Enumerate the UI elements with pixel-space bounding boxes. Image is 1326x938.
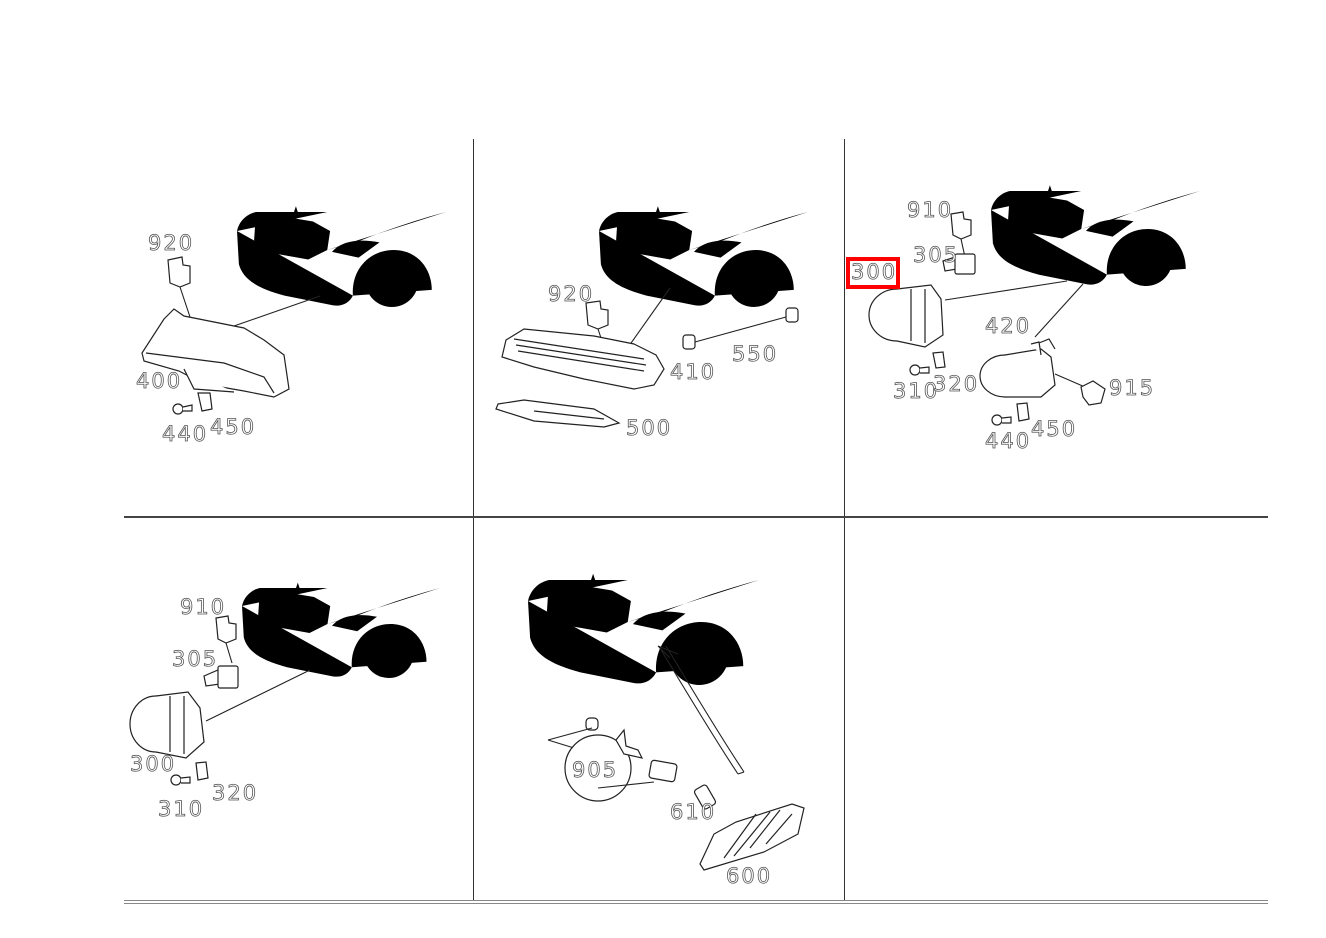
panel-1-daytime-running-light: 920 400 440 450 xyxy=(124,139,486,516)
circle-callout-905 xyxy=(564,734,632,802)
bottom-rule-1 xyxy=(124,900,1268,901)
part-label-910[interactable]: 910 xyxy=(180,595,227,619)
clip-320-part xyxy=(932,351,946,369)
cover-500-part xyxy=(495,399,621,428)
part-label-300[interactable]: 300 xyxy=(130,752,177,776)
car-front-outline xyxy=(237,206,486,307)
car-front-outline xyxy=(528,573,804,685)
part-label-920[interactable]: 920 xyxy=(148,231,195,255)
connector-915-part xyxy=(1080,380,1106,406)
drl-housing-400-part xyxy=(141,308,290,398)
drl-lamp-420-part xyxy=(979,338,1056,398)
part-label-450[interactable]: 450 xyxy=(210,415,257,439)
part-label-320[interactable]: 320 xyxy=(933,372,980,396)
panel-6-empty xyxy=(845,518,1268,900)
part-label-500[interactable]: 500 xyxy=(626,416,673,440)
connector-terminal-part xyxy=(615,728,644,759)
part-label-600[interactable]: 600 xyxy=(726,864,773,888)
screw-310-part xyxy=(170,774,191,786)
screw-310-part xyxy=(909,364,930,376)
part-label-305[interactable]: 305 xyxy=(913,243,960,267)
part-label-440[interactable]: 440 xyxy=(162,422,209,446)
part-label-450[interactable]: 450 xyxy=(1031,417,1078,441)
part-label-610[interactable]: 610 xyxy=(670,800,717,824)
highlight-box-300 xyxy=(846,257,900,289)
part-label-920[interactable]: 920 xyxy=(548,282,595,306)
car-front-outline xyxy=(242,582,478,678)
part-label-310[interactable]: 310 xyxy=(893,379,940,403)
clip-320-part xyxy=(195,761,209,781)
part-label-305[interactable]: 305 xyxy=(172,647,219,671)
panel-3-fog-lamp-and-drl: 910 305 300 420 310 320 915 440 450 xyxy=(845,139,1268,516)
fog-lamp-300-part xyxy=(868,284,944,348)
connector-920-part xyxy=(167,256,191,288)
grid-divider-vertical-2 xyxy=(844,139,845,901)
connector-910-part xyxy=(950,211,972,240)
bottom-rule-2 xyxy=(124,903,1268,904)
connector-910-part xyxy=(215,615,237,644)
fog-lamp-300-part xyxy=(129,691,205,759)
part-label-915[interactable]: 915 xyxy=(1109,376,1156,400)
part-label-410[interactable]: 410 xyxy=(670,360,717,384)
part-label-550[interactable]: 550 xyxy=(732,342,779,366)
bulb-305-part xyxy=(203,665,239,689)
grid-divider-horizontal xyxy=(124,516,1268,518)
part-label-440[interactable]: 440 xyxy=(985,429,1032,453)
side-marker-600-part xyxy=(699,803,805,871)
part-label-420[interactable]: 420 xyxy=(985,314,1032,338)
panel-2-drl-strip: 920 410 550 500 xyxy=(474,139,848,516)
part-label-910[interactable]: 910 xyxy=(907,198,954,222)
panel-5-side-marker-lamp: 905 610 600 xyxy=(474,518,844,900)
part-label-310[interactable]: 310 xyxy=(158,797,205,821)
bulb-305-part xyxy=(942,253,976,275)
part-label-300[interactable]: 300 xyxy=(851,260,898,284)
part-label-320[interactable]: 320 xyxy=(212,781,259,805)
bulb-610-part xyxy=(693,784,717,810)
car-front-outline xyxy=(991,185,1240,286)
clip-450-part xyxy=(197,392,213,412)
cable-550-part xyxy=(682,307,799,350)
grid-divider-vertical-1 xyxy=(473,139,474,901)
drl-strip-410-part xyxy=(501,328,665,390)
connector-920-part xyxy=(585,300,609,330)
screw-440-part xyxy=(172,403,193,415)
grommet-905a-part xyxy=(585,717,599,731)
panel-4-fog-lamp: 910 305 300 310 320 xyxy=(124,518,478,900)
bulb-socket-part xyxy=(648,759,678,783)
car-front-outline xyxy=(599,206,848,307)
screw-440-part xyxy=(991,414,1012,426)
part-label-905[interactable]: 905 xyxy=(572,758,619,782)
part-label-400[interactable]: 400 xyxy=(136,369,183,393)
clip-450-part xyxy=(1016,402,1030,422)
